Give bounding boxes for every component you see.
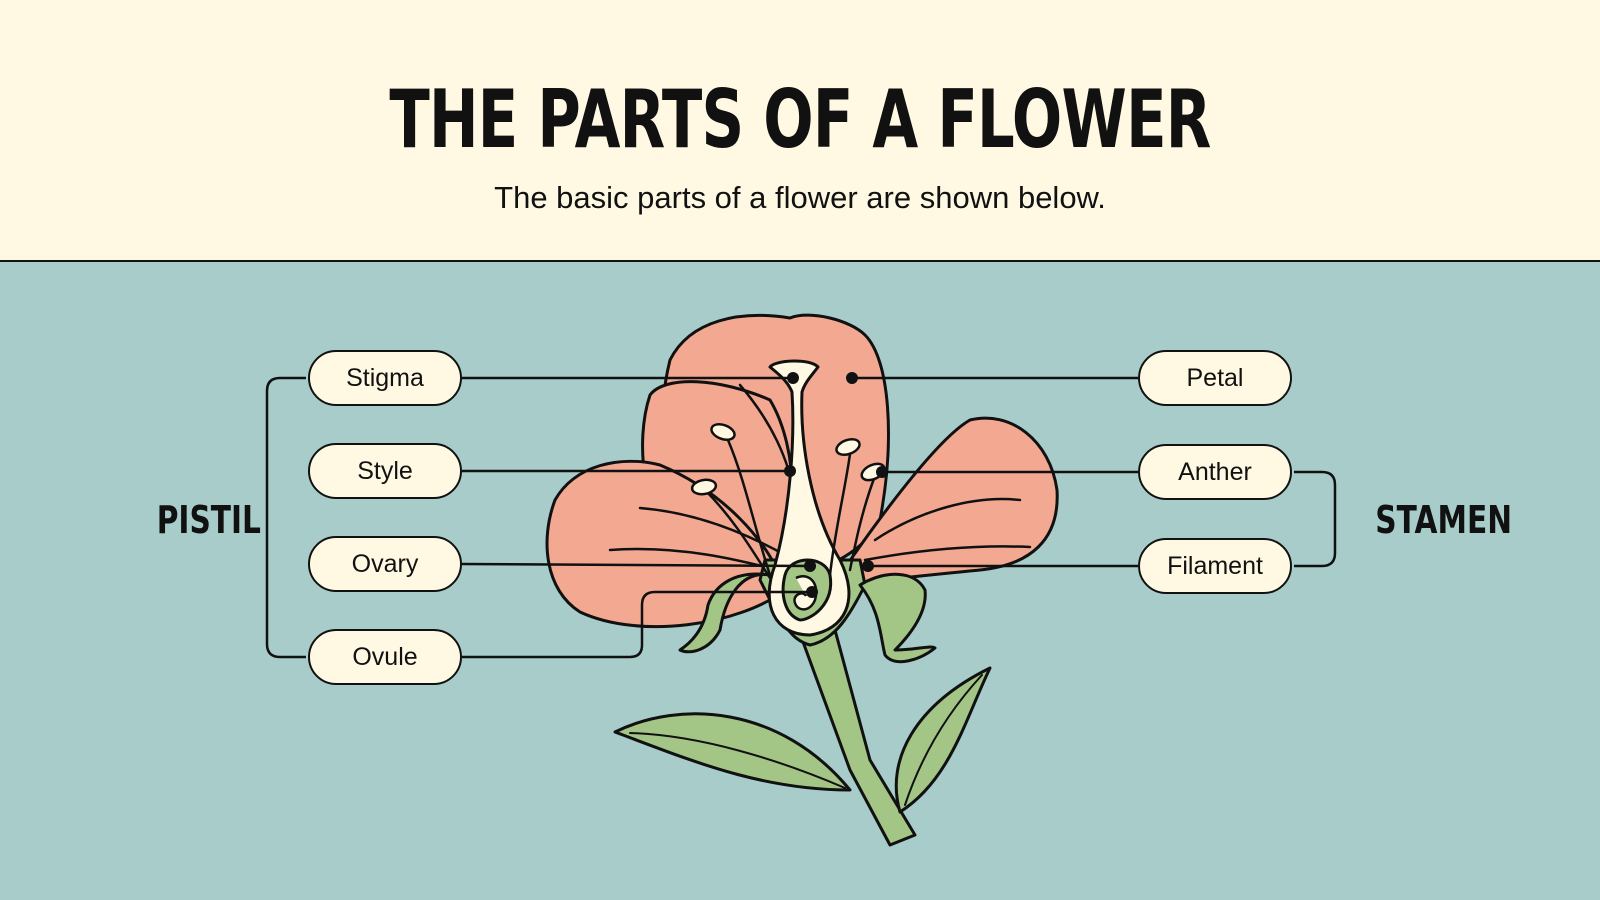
stamen-bracket <box>1294 470 1337 568</box>
label-stigma: Stigma <box>308 350 462 406</box>
filament-3 <box>828 452 852 577</box>
label-dots <box>784 372 888 598</box>
page-title: THE PARTS OF A FLOWER <box>389 73 1211 166</box>
label-style: Style <box>308 443 462 499</box>
sepal-left <box>678 572 772 654</box>
stigma-dot <box>787 372 799 384</box>
pistil-group-label: PISTIL <box>156 498 261 542</box>
label-filament: Filament <box>1138 538 1292 594</box>
ovary-dot <box>804 560 816 572</box>
right-leaf <box>894 666 992 814</box>
label-anther: Anther <box>1138 444 1292 500</box>
page-subtitle: The basic parts of a flower are shown be… <box>494 180 1106 215</box>
connector-lines <box>265 376 1337 659</box>
sepal-right <box>858 572 937 664</box>
label-ovule: Ovule <box>308 629 462 685</box>
anther-2 <box>690 478 718 496</box>
ovule-dot <box>806 586 818 598</box>
label-ovary: Ovary <box>308 536 462 592</box>
left-leaf-vein <box>629 732 846 789</box>
filament-dot <box>862 560 874 572</box>
stamen-group-label: STAMEN <box>1375 498 1513 542</box>
filament-1 <box>726 438 772 577</box>
anther-3 <box>835 437 861 457</box>
right-leaf-vein <box>904 674 983 806</box>
filament-4 <box>848 474 877 572</box>
ovule-line <box>462 590 812 659</box>
anther-1 <box>710 422 736 442</box>
style-dot <box>784 465 796 477</box>
stem-and-leaves <box>613 618 992 847</box>
filament-2 <box>703 488 772 580</box>
header-band: THE PARTS OF A FLOWER The basic parts of… <box>0 0 1600 262</box>
label-petal: Petal <box>1138 350 1292 406</box>
left-leaf <box>613 712 852 792</box>
petal-dot <box>846 372 858 384</box>
ovary-line <box>461 562 811 568</box>
anther-dot <box>876 466 888 478</box>
pistil-bracket <box>265 376 306 659</box>
